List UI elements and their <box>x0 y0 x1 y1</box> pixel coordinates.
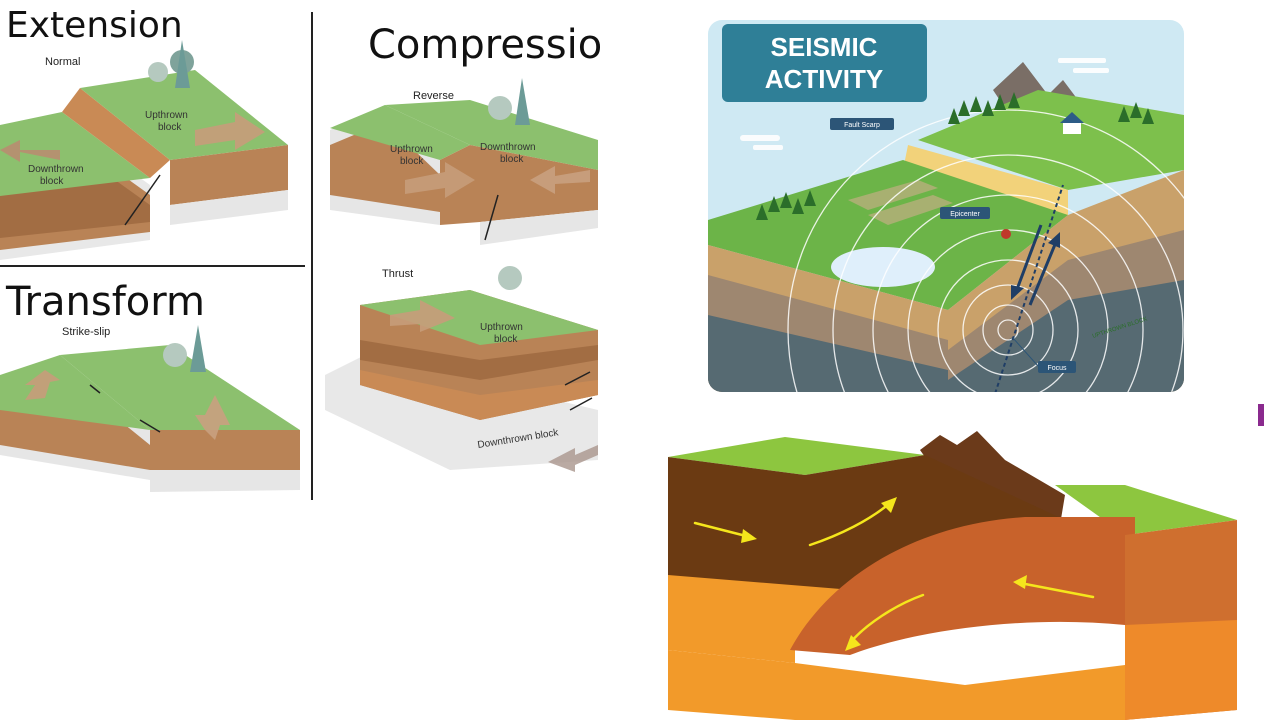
extension-downthrown-label-2: block <box>40 176 64 187</box>
seismic-title-line1: SEISMIC <box>771 32 878 62</box>
fault-scarp-label: Fault Scarp <box>844 122 880 129</box>
compression-upthrown-label: Upthrown <box>390 144 433 155</box>
compression-upthrown-label-2: block <box>400 156 424 167</box>
extension-subtitle: Normal <box>45 56 80 68</box>
thrust-subtitle: Thrust <box>382 268 413 280</box>
left-surface <box>668 437 925 475</box>
compression-downthrown-label-2: block <box>500 154 524 165</box>
compression-subtitle: Reverse <box>413 90 454 102</box>
arrow-left-slab <box>693 521 752 539</box>
arrow-plate-motion <box>1018 581 1095 599</box>
thrust-upthrown-label-2: block <box>494 334 518 345</box>
seismic-title-box <box>722 24 927 102</box>
transform-block <box>0 325 300 492</box>
thrust-block <box>325 266 598 472</box>
compression-downthrown-label: Downthrown <box>480 142 536 153</box>
transform-title: Transform <box>5 279 205 325</box>
extension-title: Extension <box>6 5 183 46</box>
down-arrow <box>1014 224 1043 293</box>
mountain-ridge <box>920 431 1065 525</box>
arrow-slab-sinking <box>848 593 925 645</box>
seismic-activity-diagram: SEISMIC ACTIVITY Fault Scarp Epicenter F… <box>708 20 1184 392</box>
extension-upthrown-label: Upthrown <box>145 110 188 121</box>
subduction-diagram <box>668 431 1237 720</box>
epicenter-label: Epicenter <box>950 211 980 218</box>
focus-label: Focus <box>1047 365 1067 372</box>
house-icon <box>1060 112 1084 134</box>
edge-fragment <box>1258 404 1264 426</box>
epicenter-dot <box>1001 229 1011 239</box>
extension-block <box>0 40 288 260</box>
transform-subtitle: Strike-slip <box>62 326 110 338</box>
extension-downthrown-label: Downthrown <box>28 164 84 175</box>
seismic-title-line2: ACTIVITY <box>765 64 883 94</box>
lake <box>831 247 935 287</box>
up-arrow <box>1028 241 1058 306</box>
compression-block <box>330 78 598 245</box>
compression-title: Compression <box>368 22 600 68</box>
fault-types-diagram: Extension Normal Upthrown block Downthro… <box>0 5 600 500</box>
extension-upthrown-label-2: block <box>158 122 182 133</box>
right-surface <box>1055 485 1237 535</box>
arrow-upwelling <box>808 501 892 547</box>
thrust-upthrown-label: Upthrown <box>480 322 523 333</box>
